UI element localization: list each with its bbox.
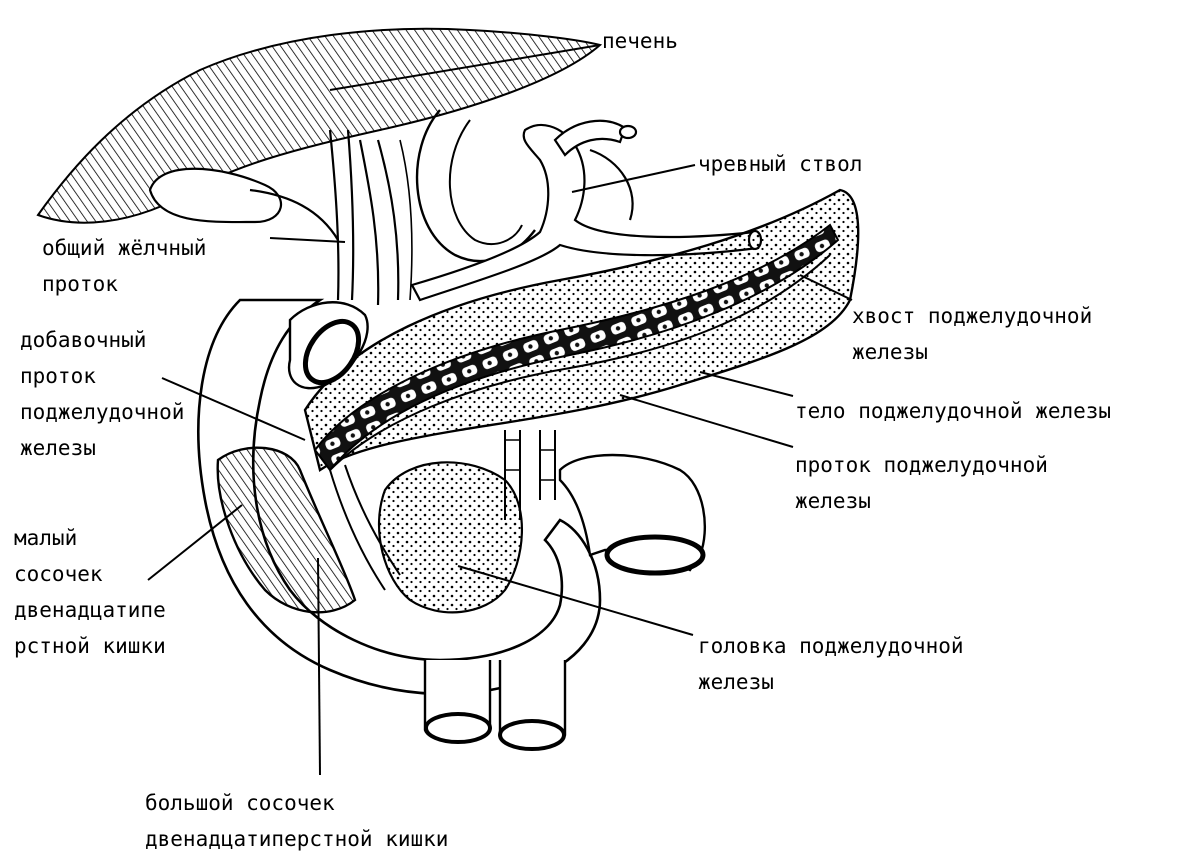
label-major-papilla: большой сосочек двенадцатиперстной кишки	[145, 785, 448, 857]
label-accessory-duct-line-1: добавочный	[20, 322, 184, 358]
label-pancreas-body: тело поджелудочной железы	[795, 393, 1111, 429]
label-common-bile-duct-line-1: общий жёлчный	[42, 230, 206, 266]
label-major-papilla-line-1: большой сосочек	[145, 785, 448, 821]
label-celiac-trunk: чревный ствол	[698, 146, 862, 182]
leader-duct	[620, 395, 793, 447]
label-pancreas-head-line-1: головка поджелудочной	[698, 628, 964, 664]
label-pancreas-body-line: тело поджелудочной железы	[795, 393, 1111, 429]
leader-bile-duct	[270, 238, 345, 242]
label-liver: печень	[602, 23, 678, 59]
label-liver-line: печень	[602, 23, 678, 59]
leader-body	[700, 372, 793, 396]
label-minor-papilla-line-3: двенадцатипе	[14, 592, 166, 628]
label-common-bile-duct: общий жёлчный проток	[42, 230, 206, 302]
label-pancreas-head: головка поджелудочной железы	[698, 628, 964, 700]
label-accessory-duct-line-4: железы	[20, 430, 184, 466]
label-pancreas-tail-line-1: хвост поджелудочной	[852, 298, 1092, 334]
label-minor-papilla-line-1: малый	[14, 520, 166, 556]
label-pancreas-tail-line-2: железы	[852, 334, 1092, 370]
leader-celiac	[572, 165, 695, 192]
label-pancreas-head-line-2: железы	[698, 664, 964, 700]
label-minor-papilla: малый сосочек двенадцатипе рстной кишки	[14, 520, 166, 664]
label-accessory-duct-line-2: проток	[20, 358, 184, 394]
label-pancreatic-duct-line-1: проток поджелудочной	[795, 447, 1048, 483]
liver-shape	[38, 29, 600, 223]
label-minor-papilla-line-2: сосочек	[14, 556, 166, 592]
label-pancreatic-duct: проток поджелудочной железы	[795, 447, 1048, 519]
label-major-papilla-line-2: двенадцатиперстной кишки	[145, 821, 448, 857]
label-pancreas-tail: хвост поджелудочной железы	[852, 298, 1092, 370]
label-minor-papilla-line-4: рстной кишки	[14, 628, 166, 664]
label-common-bile-duct-line-2: проток	[42, 266, 206, 302]
label-celiac-trunk-line: чревный ствол	[698, 146, 862, 182]
label-accessory-duct-line-3: поджелудочной	[20, 394, 184, 430]
label-accessory-duct: добавочный проток поджелудочной железы	[20, 322, 184, 466]
label-pancreatic-duct-line-2: железы	[795, 483, 1048, 519]
pancreas-head-shape	[330, 462, 522, 612]
